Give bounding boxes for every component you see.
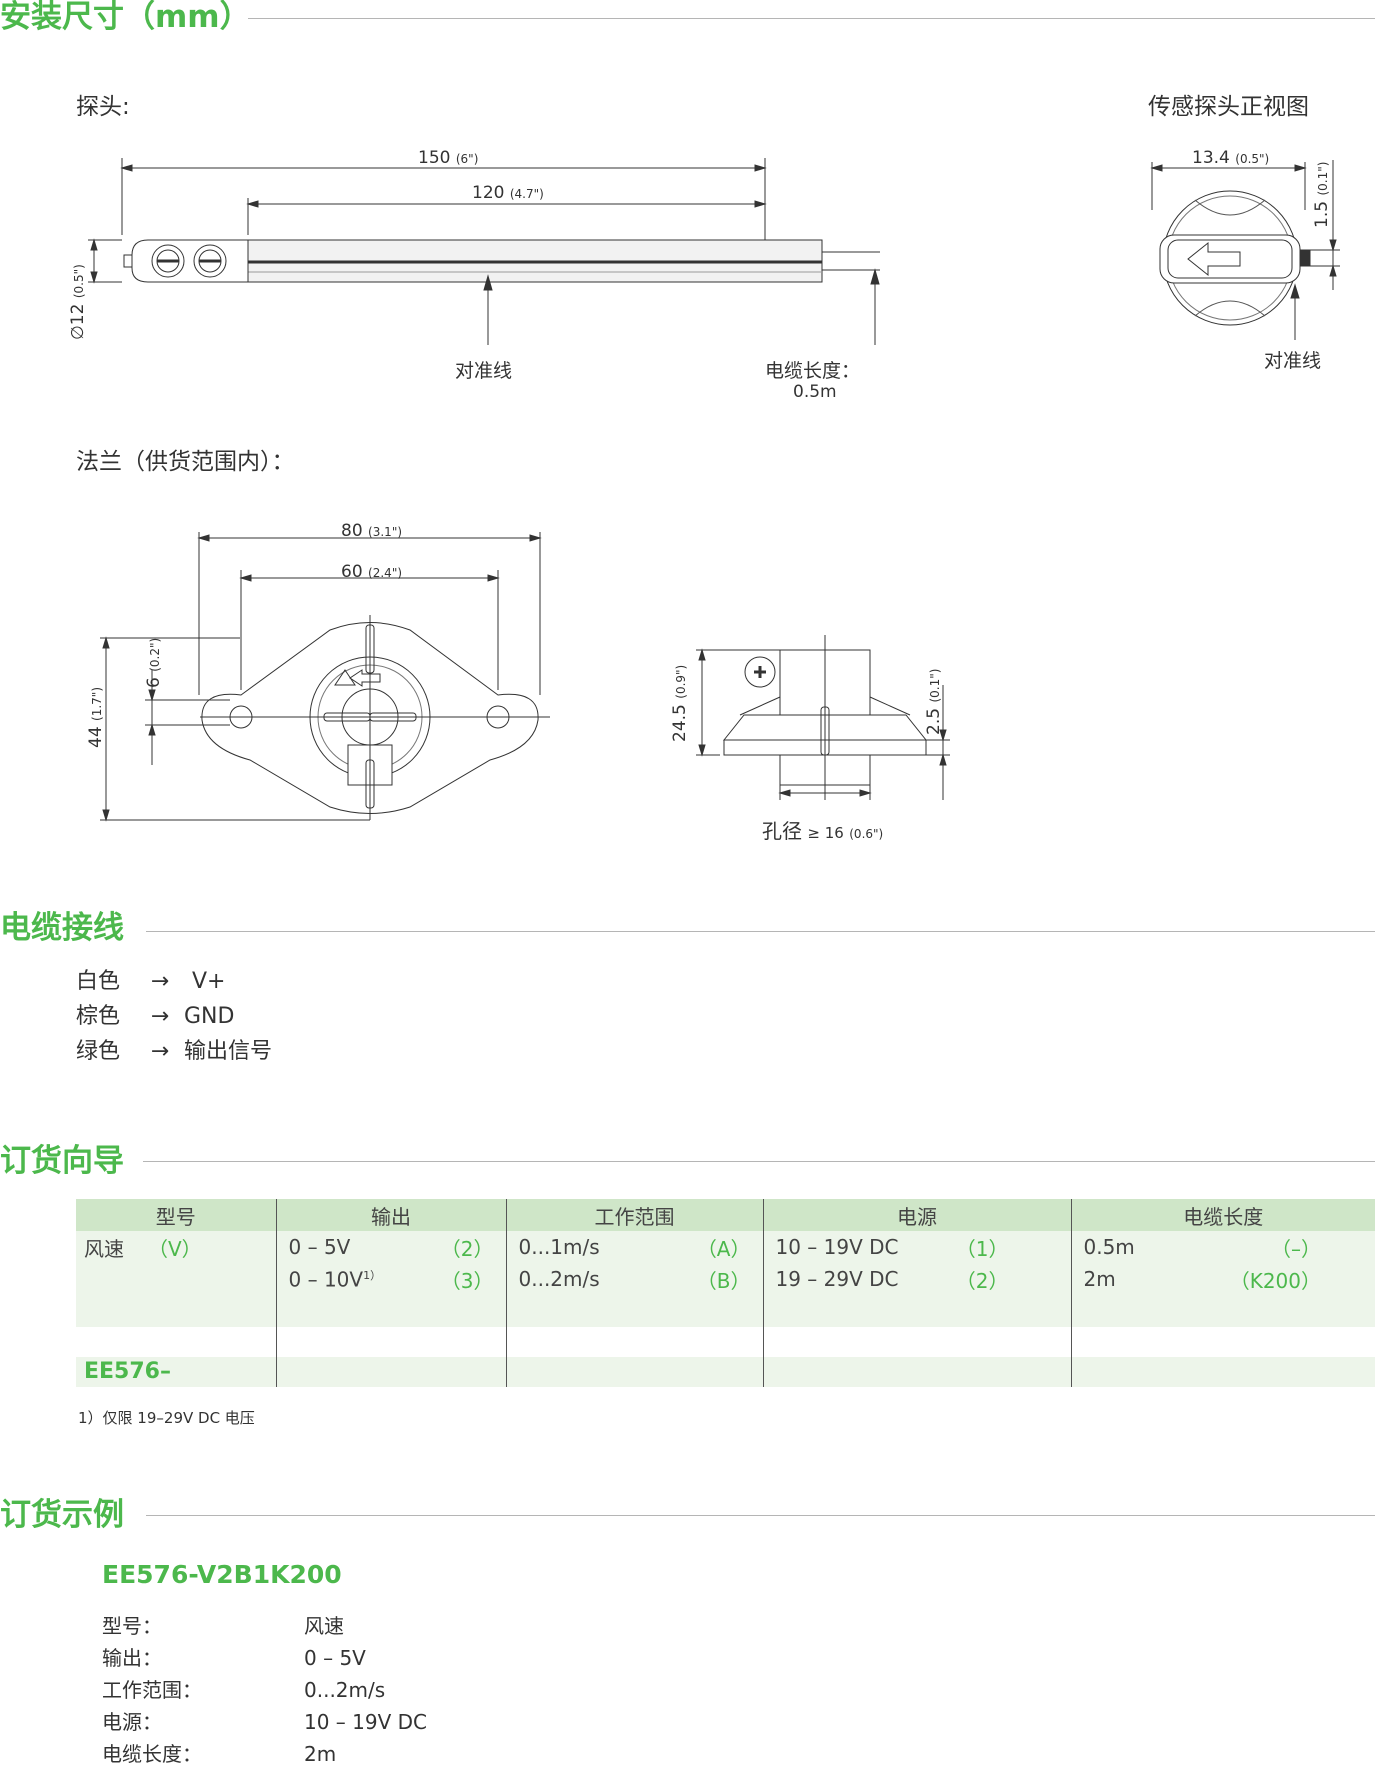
section-rule	[143, 1161, 1375, 1162]
flange-top-drawing	[100, 532, 550, 822]
dim-60: 60 (2.4")	[341, 562, 403, 582]
flange-side-drawing	[696, 635, 950, 800]
output-cell: 0 – 5V（2） 0 – 10V1）（3）	[275, 1231, 506, 1327]
model-cell: 风速（V）	[76, 1231, 276, 1327]
dim-245: 24.5 (0.9")	[670, 664, 690, 742]
header-model: 型号	[76, 1199, 276, 1231]
example-row: 型号：风速	[102, 1614, 344, 1638]
example-row: 电缆长度：2m	[102, 1742, 337, 1766]
table-spacer-row	[76, 1327, 1375, 1357]
cable-cell: 0.5m（–） 2m（K200）	[1070, 1231, 1375, 1327]
front-dim-13: 13.4 (0.5")	[1192, 148, 1270, 168]
table-row: 风速（V） 0 – 5V（2） 0 – 10V1）（3） 0...1m/s（A）…	[76, 1231, 1375, 1327]
alignment-line-label: 对准线	[455, 360, 513, 382]
flange-label: 法兰（供货范围内）：	[76, 449, 295, 475]
example-order-code: EE576-V2B1K200	[102, 1560, 342, 1589]
table-model-row: EE576–	[76, 1357, 1375, 1387]
example-row: 工作范围：0...2m/s	[102, 1678, 386, 1702]
example-row: 输出：0 – 5V	[102, 1646, 366, 1670]
front-view-drawing	[1150, 160, 1340, 340]
wiring-row: 白色→V+	[76, 969, 226, 994]
dim-80: 80 (3.1")	[341, 521, 403, 541]
header-range: 工作范围	[505, 1199, 763, 1231]
section-rule	[248, 18, 1375, 19]
power-cell: 10 – 19V DC（1） 19 – 29V DC（2）	[762, 1231, 1071, 1327]
front-alignment-line-label: 对准线	[1264, 350, 1322, 372]
section-title-dimensions: 安装尺寸（mm）	[0, 0, 251, 35]
ordering-table: 型号 输出 工作范围 电源 电缆长度 风速（V） 0 – 5V（2） 0 – 1…	[76, 1199, 1375, 1387]
example-row: 电源：10 – 19V DC	[102, 1710, 428, 1734]
cable-length-value: 0.5m	[793, 382, 837, 402]
dim-6: 6 (0.2")	[144, 637, 164, 688]
front-dim-15: 1.5 (0.1")	[1312, 161, 1332, 228]
section-title-ordering: 订货向导	[0, 1143, 124, 1179]
section-title-wiring: 电缆接线	[0, 910, 124, 946]
wiring-row: 绿色→输出信号	[76, 1039, 273, 1064]
dim-dia-12: ∅12 (0.5")	[68, 264, 88, 340]
wiring-row: 棕色→GND	[76, 1004, 235, 1029]
front-view-title: 传感探头正视图	[1148, 94, 1309, 120]
dim-44: 44 (1.7")	[86, 686, 106, 748]
table-header-row: 型号 输出 工作范围 电源 电缆长度	[76, 1199, 1375, 1231]
header-power: 电源	[762, 1199, 1071, 1231]
dim-120: 120 (4.7")	[472, 183, 544, 203]
section-rule	[146, 931, 1375, 932]
probe-label: 探头:	[76, 94, 130, 120]
header-output: 输出	[275, 1199, 506, 1231]
section-rule	[146, 1515, 1375, 1516]
header-cable: 电缆长度	[1070, 1199, 1375, 1231]
model-code: EE576–	[76, 1357, 276, 1387]
hole-diameter-label: 孔径 ≥ 16 (0.6")	[762, 819, 884, 843]
table-footnote: 1）仅限 19–29V DC 电压	[78, 1409, 255, 1427]
range-cell: 0...1m/s（A） 0...2m/s（B）	[505, 1231, 763, 1327]
section-title-example: 订货示例	[0, 1497, 124, 1533]
dim-150: 150 (6")	[418, 148, 479, 168]
cable-length-label: 电缆长度：	[765, 360, 861, 382]
dim-25: 2.5 (0.1")	[924, 668, 944, 735]
probe-drawing	[88, 158, 880, 345]
